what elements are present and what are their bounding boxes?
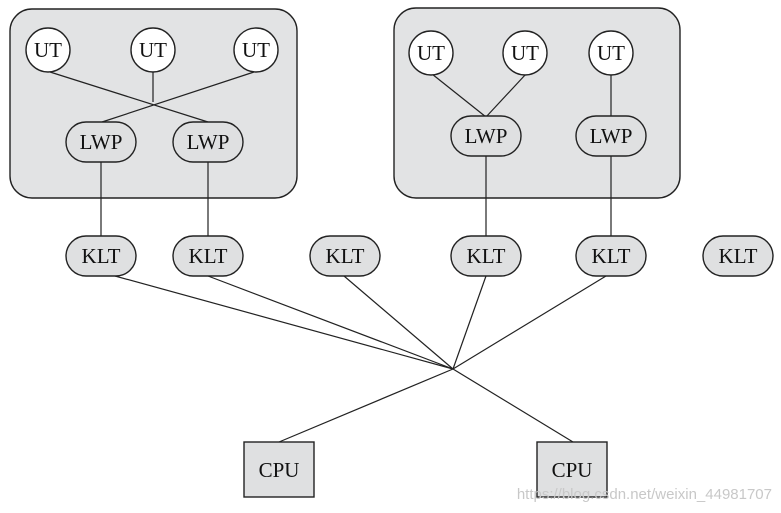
edge-klt2-hub xyxy=(207,275,454,370)
connection-lines xyxy=(49,71,612,443)
ut-node: UT xyxy=(588,30,634,76)
lwp-node: LWP xyxy=(575,115,647,157)
lwp-label: LWP xyxy=(590,124,633,148)
klt-node: KLT xyxy=(575,235,647,277)
lwp-label: LWP xyxy=(80,130,123,154)
lwp-node: LWP xyxy=(65,121,137,163)
klt-label: KLT xyxy=(82,244,121,268)
ut-label: UT xyxy=(511,41,539,65)
klt-label: KLT xyxy=(719,244,758,268)
lwp-label: LWP xyxy=(465,124,508,148)
klt-label: KLT xyxy=(326,244,365,268)
edge-klt1-hub xyxy=(114,275,454,370)
cpu-label: CPU xyxy=(259,458,300,482)
ut-label: UT xyxy=(242,38,270,62)
klt-label: KLT xyxy=(467,244,506,268)
edge-ut5-lwp3 xyxy=(485,73,527,118)
edge-klt3-hub xyxy=(343,275,454,370)
ut-label: UT xyxy=(34,38,62,62)
klt-node: KLT xyxy=(702,235,774,277)
ut-node: UT xyxy=(25,27,71,73)
watermark-text: https://blog.csdn.net/weixin_44981707 xyxy=(517,486,772,503)
cpu-node: CPU xyxy=(243,441,315,498)
ut-node: UT xyxy=(502,30,548,76)
edge-ut1-lwp2 xyxy=(49,71,209,123)
klt-label: KLT xyxy=(592,244,631,268)
klt-node: KLT xyxy=(309,235,381,277)
klt-label: KLT xyxy=(189,244,228,268)
edge-klt5-hub xyxy=(452,275,607,370)
klt-node: KLT xyxy=(172,235,244,277)
edge-hub-cpu1 xyxy=(278,368,454,443)
lwp-label: LWP xyxy=(187,130,230,154)
ut-node: UT xyxy=(130,27,176,73)
ut-node: UT xyxy=(408,30,454,76)
klt-node: KLT xyxy=(65,235,137,277)
ut-node: UT xyxy=(233,27,279,73)
klt-node: KLT xyxy=(450,235,522,277)
ut-label: UT xyxy=(417,41,445,65)
edge-ut4-lwp3 xyxy=(431,73,487,118)
lwp-node: LWP xyxy=(450,115,522,157)
ut-label: UT xyxy=(597,41,625,65)
edge-ut3-lwp1 xyxy=(101,71,255,123)
ut-label: UT xyxy=(139,38,167,62)
lwp-node: LWP xyxy=(172,121,244,163)
cpu-label: CPU xyxy=(552,458,593,482)
edge-klt4-hub xyxy=(452,275,487,370)
edge-hub-cpu2 xyxy=(452,368,574,443)
cpu-node: CPU xyxy=(536,441,608,498)
